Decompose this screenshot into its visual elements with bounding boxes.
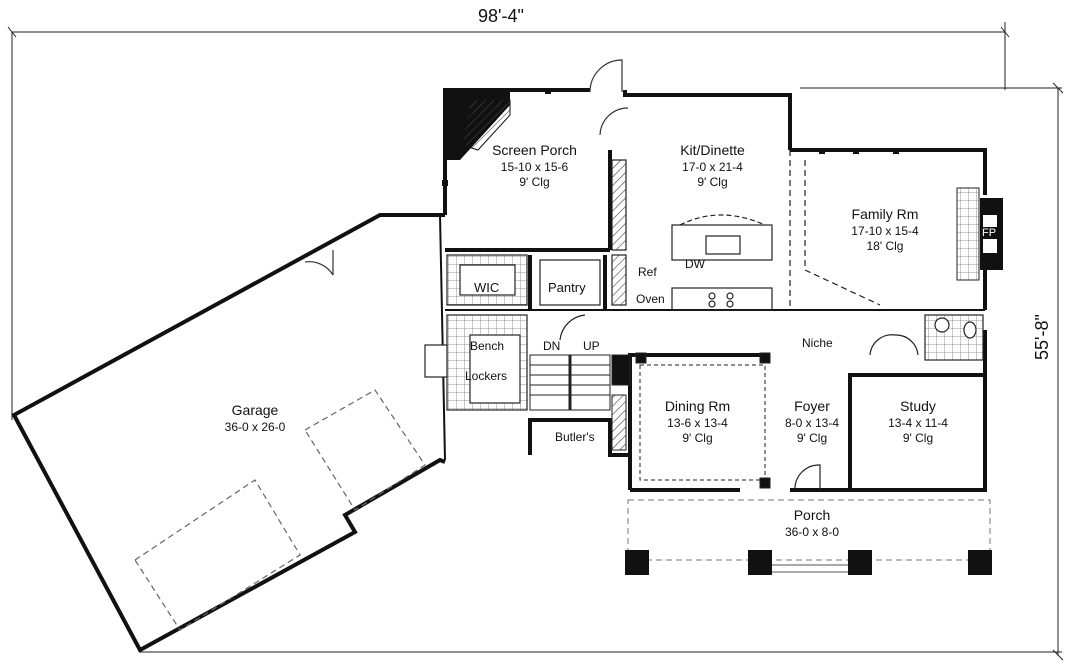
room-name: Porch bbox=[793, 507, 831, 523]
room-size: 36-0 x 8-0 bbox=[784, 524, 840, 539]
overall-depth: 55'-8" bbox=[1032, 314, 1052, 360]
garage-walls bbox=[11, 213, 446, 653]
room-ceiling: 18' Clg bbox=[866, 238, 904, 253]
foyer-details bbox=[794, 314, 984, 491]
exterior-walls bbox=[443, 88, 987, 492]
room-name: Dining Rm bbox=[664, 398, 731, 414]
room-name: Screen Porch bbox=[492, 142, 577, 158]
room-size: 13-6 x 13-4 bbox=[667, 415, 728, 430]
room-ceiling: 9' Clg bbox=[796, 430, 828, 445]
bench-label: Bench bbox=[470, 339, 505, 353]
room-ceiling: 9' Clg bbox=[902, 430, 934, 445]
oven-label: Oven bbox=[636, 292, 665, 306]
room-name: Kit/Dinette bbox=[680, 142, 745, 158]
stairs-down-label: DN bbox=[543, 339, 561, 353]
overall-width: 98'-4" bbox=[478, 6, 524, 26]
room-size: 17-10 x 15-4 bbox=[851, 223, 919, 238]
ref-label: Ref bbox=[638, 265, 657, 279]
room-family-rm: Family Rm 17-10 x 15-4 18' Clg bbox=[820, 206, 950, 254]
room-name: Study bbox=[900, 398, 936, 414]
pantry-label: Pantry bbox=[548, 280, 586, 295]
fireplace-label-family-rm: FP bbox=[981, 227, 998, 239]
room-size: 13-4 x 11-4 bbox=[888, 415, 948, 430]
room-ceiling: 9' Clg bbox=[682, 430, 713, 445]
room-study: Study 13-4 x 11-4 9' Clg bbox=[868, 398, 968, 446]
stairs-up-label: UP bbox=[583, 339, 600, 353]
room-size: 17-0 x 21-4 bbox=[682, 159, 743, 174]
room-size: 8-0 x 13-4 bbox=[784, 415, 840, 430]
room-kit-dinette: Kit/Dinette 17-0 x 21-4 9' Clg bbox=[650, 142, 775, 190]
room-name: Garage bbox=[231, 402, 279, 418]
room-dining-rm: Dining Rm 13-6 x 13-4 9' Clg bbox=[640, 398, 755, 446]
room-ceiling: 9' Clg bbox=[519, 174, 550, 189]
room-name: Family Rm bbox=[851, 206, 919, 222]
kitchen-details bbox=[611, 150, 881, 311]
room-size: 15-10 x 15-6 bbox=[500, 159, 569, 174]
dishwasher-label: DW bbox=[685, 257, 705, 271]
fireplace-label-screen-porch: FP bbox=[463, 112, 478, 124]
room-porch: Porch 36-0 x 8-0 bbox=[762, 507, 862, 540]
lockers-label: Lockers bbox=[465, 369, 508, 383]
dining-details bbox=[635, 352, 771, 489]
room-garage: Garage 36-0 x 26-0 bbox=[200, 402, 310, 435]
wic-label: WIC bbox=[474, 280, 500, 295]
dimension-lines bbox=[7, 22, 1064, 661]
stairs bbox=[529, 354, 631, 451]
mudroom-details bbox=[424, 254, 601, 411]
room-name: Foyer bbox=[794, 398, 830, 414]
niche-label: Niche bbox=[802, 336, 833, 350]
room-ceiling: 9' Clg bbox=[697, 174, 728, 189]
screen-porch-details bbox=[442, 59, 629, 186]
butlers-label: Butler's bbox=[555, 430, 595, 444]
room-size: 36-0 x 26-0 bbox=[224, 419, 286, 434]
room-screen-porch: Screen Porch 15-10 x 15-6 9' Clg bbox=[472, 142, 597, 190]
front-porch bbox=[625, 499, 992, 575]
room-foyer: Foyer 8-0 x 13-4 9' Clg bbox=[772, 398, 852, 446]
